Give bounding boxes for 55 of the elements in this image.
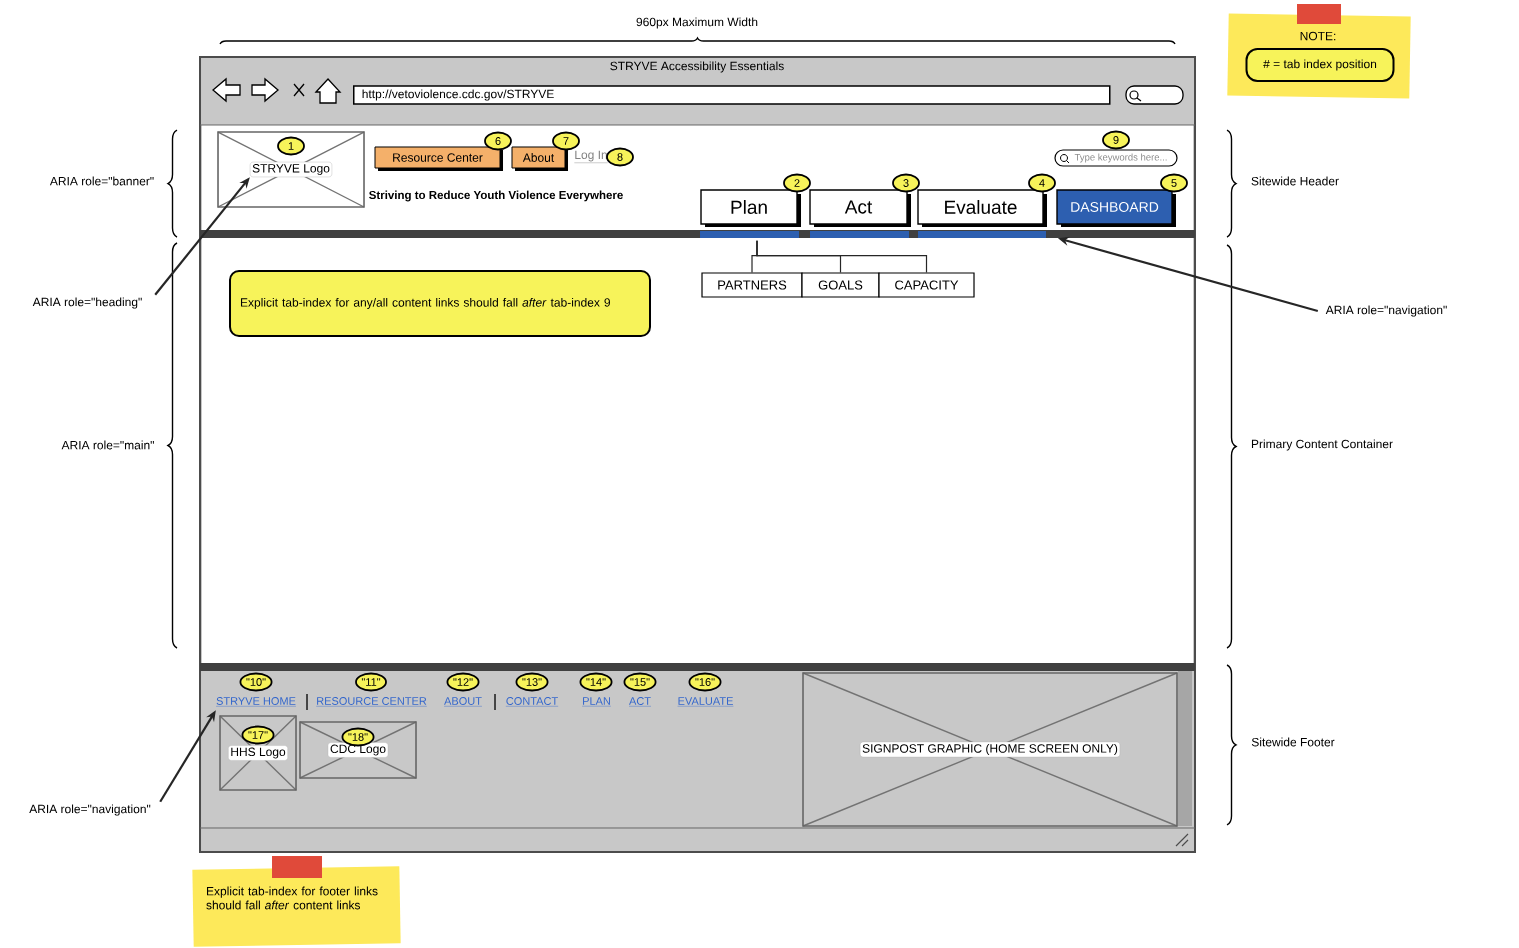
callout-number: "10" [239,672,273,692]
caption-label: HHS Logo [228,745,288,761]
callout-number: 3 [892,173,920,193]
callout-number: "15" [623,672,657,692]
submenu-item: PARTNERS [701,272,803,298]
annotation: ARIA role="banner" [49,176,154,186]
callout-number: 1 [277,136,305,156]
footer-link: STRYVE HOME [215,697,297,707]
tagline: Striving to Reduce Youth Violence Everywhere [369,190,623,202]
annotation: ARIA role="main" [61,440,154,450]
callout-number: 5 [1160,173,1188,193]
footer-link: RESOURCE CENTER [316,697,427,707]
footer-link: ACT [628,697,652,707]
callout-number: 9 [1102,130,1130,150]
note-box: Explicit tab-index for any/all content links should fall after tab-index 9 [229,270,651,337]
footer-link: CONTACT [505,697,559,707]
callout-number: "16" [688,672,722,692]
address-bar: http://vetoviolence.cdc.gov/STRYVE [353,85,1111,105]
nav-tab: DASHBOARD [1056,189,1176,227]
navigation-bar [200,230,1195,238]
callout-number: 4 [1028,173,1056,193]
callout-number: "14" [579,672,613,692]
annotation: Sitewide Header [1251,176,1339,186]
annotation: Sitewide Footer [1251,737,1335,747]
callout-number: 7 [552,131,580,151]
nav-tab: Plan [700,189,801,227]
callout-number: 8 [606,147,634,167]
submenu-item: GOALS [801,272,880,298]
footer-link: EVALUATE [677,697,734,707]
submenu-item: CAPACITY [878,272,975,298]
sticky-note: NOTE: # = tab index position [1227,4,1411,99]
caption-label: SIGNPOST GRAPHIC (HOME SCREEN ONLY) [859,741,1121,758]
annotation: ARIA role="navigation" [29,804,151,816]
callout-number: 2 [783,173,811,193]
window-title: STRYVE Accessibility Essentials [610,61,784,73]
annotation: ARIA role="heading" [32,297,142,309]
connector-line [756,240,928,273]
annotation: ARIA role="navigation" [1325,305,1447,317]
annotation: Primary Content Container [1251,439,1393,451]
menu-button: About [511,146,568,171]
callout-number: "11" [355,672,387,692]
caption-label: STRYVE Logo [249,161,333,178]
menu-button: Resource Center [374,146,503,171]
footer-link: PLAN [581,697,612,707]
nav-tab: Act [809,189,911,227]
search-field: Type keywords here... [1054,149,1178,167]
link: Log In [574,150,608,163]
callout-number: "12" [446,672,480,692]
callout-number: "13" [515,672,549,692]
callout-number: "17" [241,725,275,745]
footer-link: ABOUT [443,697,483,707]
nav-tab: Evaluate [917,189,1047,227]
dimension-label: 960px Maximum Width [636,17,758,29]
sticky-note: Explicit tab-index for footer links should fall after content links [192,856,401,947]
callout-number: 6 [484,131,512,151]
